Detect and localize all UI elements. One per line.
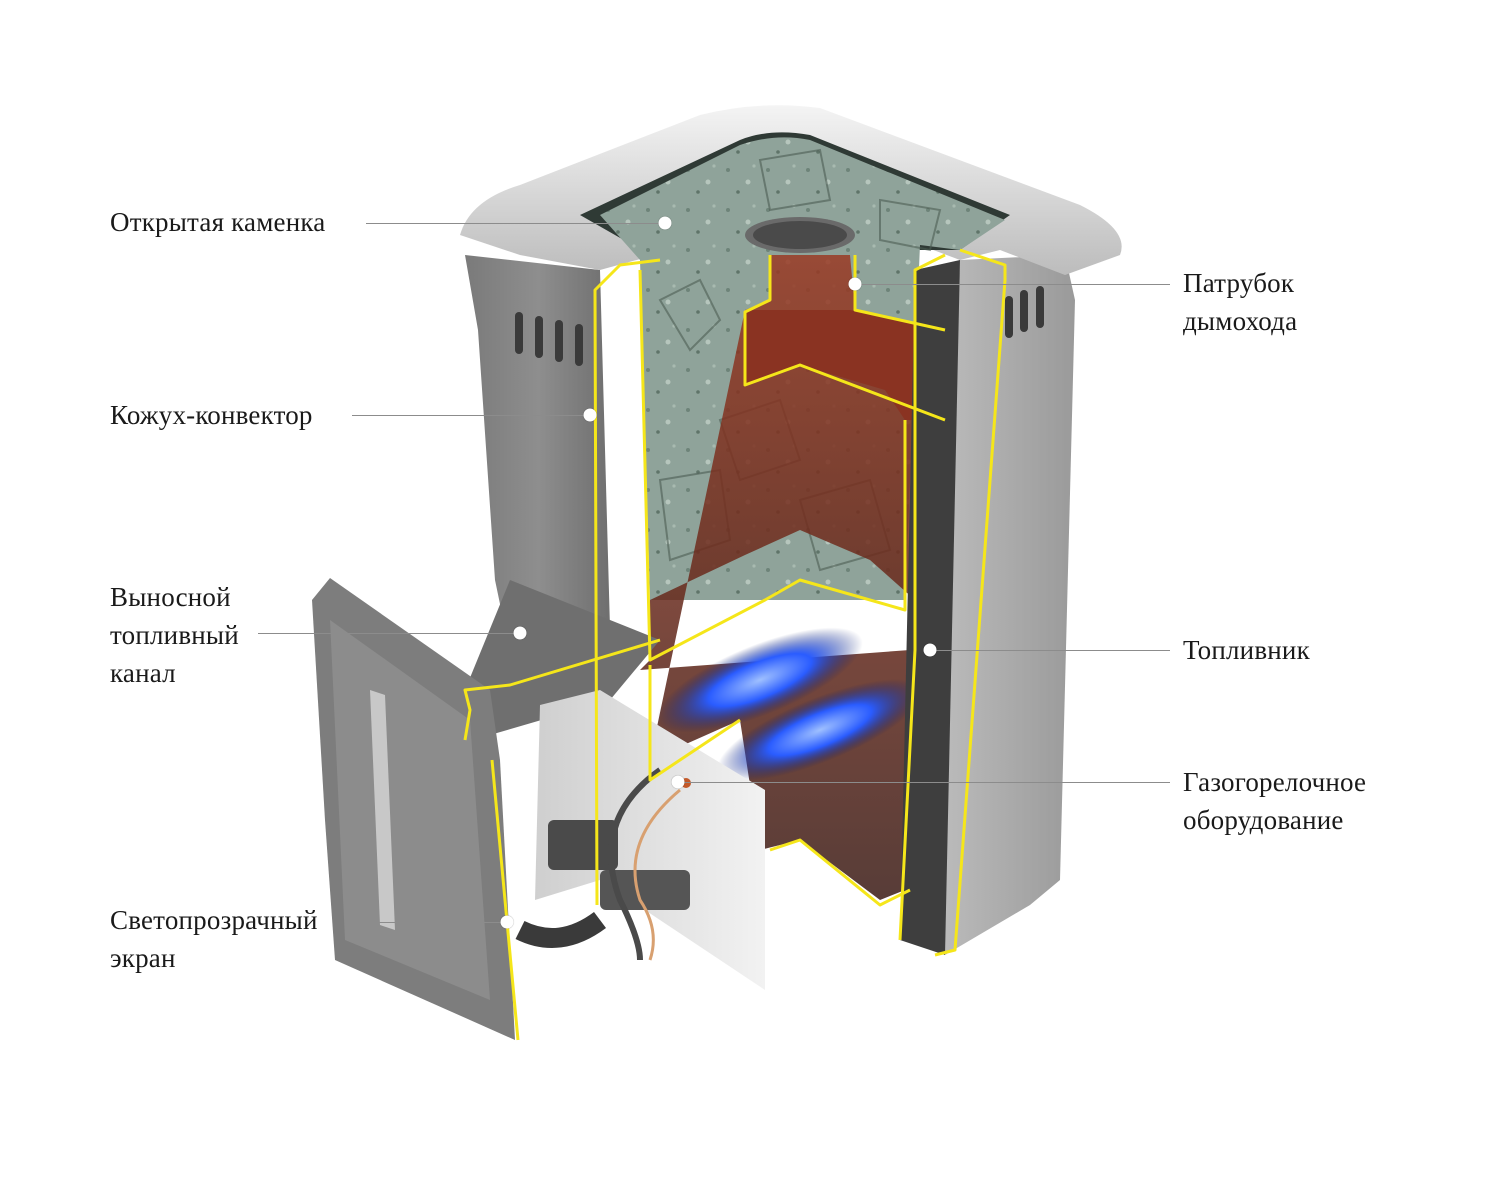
marker-firebox[interactable] [923, 643, 937, 657]
label-gas-burner-equipment: Газогорелочное оборудование [1183, 767, 1367, 835]
leader-convector-casing [352, 415, 590, 416]
marker-convector-casing[interactable] [583, 408, 597, 422]
label-chimney-pipe: Патрубок дымохода [1183, 268, 1298, 336]
marker-gas-burner-equipment[interactable] [671, 775, 685, 789]
leader-gas-burner-equipment [678, 782, 1170, 783]
marker-open-stone-chamber[interactable] [658, 216, 672, 230]
marker-remote-fuel-channel[interactable] [513, 626, 527, 640]
label-firebox: Топливник [1183, 635, 1310, 665]
leader-transparent-screen [345, 922, 507, 923]
label-remote-fuel-channel: Выносной топливный канал [110, 582, 239, 688]
leader-firebox [930, 650, 1170, 651]
leader-open-stone-chamber [366, 223, 665, 224]
marker-transparent-screen[interactable] [500, 915, 514, 929]
label-open-stone-chamber: Открытая каменка [110, 207, 326, 237]
label-convector-casing: Кожух-конвектор [110, 400, 313, 430]
leader-chimney-pipe [855, 284, 1170, 285]
leader-remote-fuel-channel [258, 633, 520, 634]
marker-chimney-pipe[interactable] [848, 277, 862, 291]
label-transparent-screen: Светопрозрачный экран [110, 905, 318, 973]
